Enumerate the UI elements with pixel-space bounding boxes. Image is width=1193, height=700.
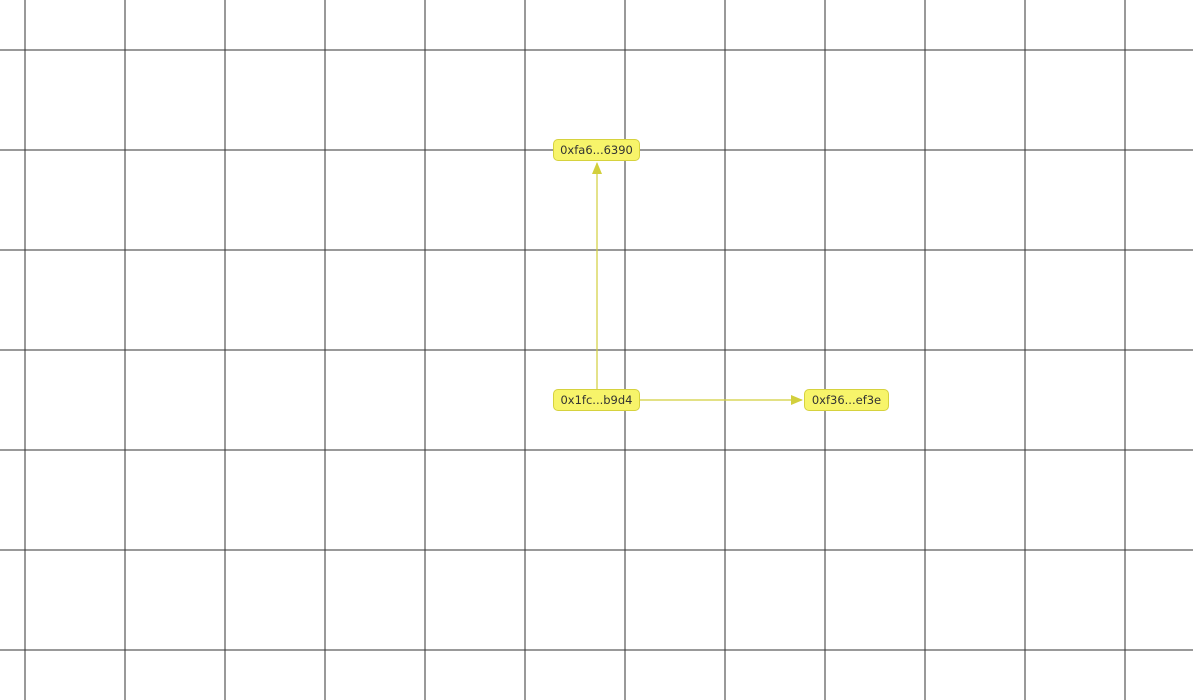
graph-node-a[interactable]: 0xfa6...6390 [553,139,640,161]
graph-node-b[interactable]: 0x1fc...b9d4 [553,389,640,411]
graph-node-c[interactable]: 0xf36...ef3e [804,389,889,411]
